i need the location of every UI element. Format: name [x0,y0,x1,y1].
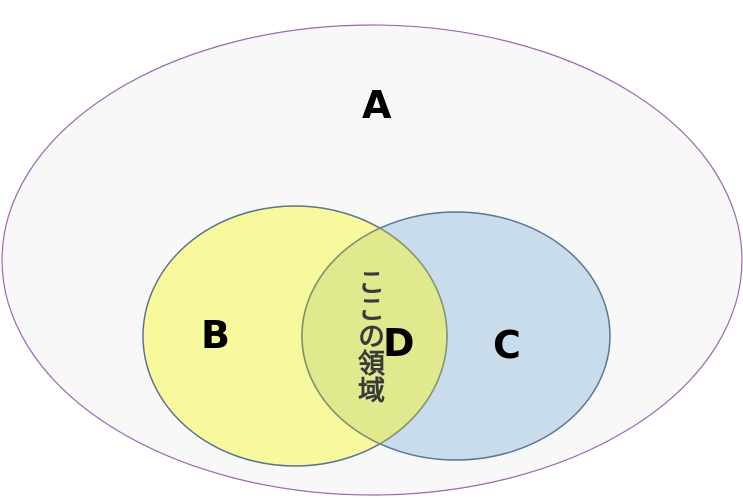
label-d: D [383,321,415,365]
label-a: A [362,83,392,127]
label-b: B [201,313,230,357]
label-c: C [493,323,521,367]
intersection-d [301,211,447,461]
region-annotation: ここの領域 [353,268,384,403]
